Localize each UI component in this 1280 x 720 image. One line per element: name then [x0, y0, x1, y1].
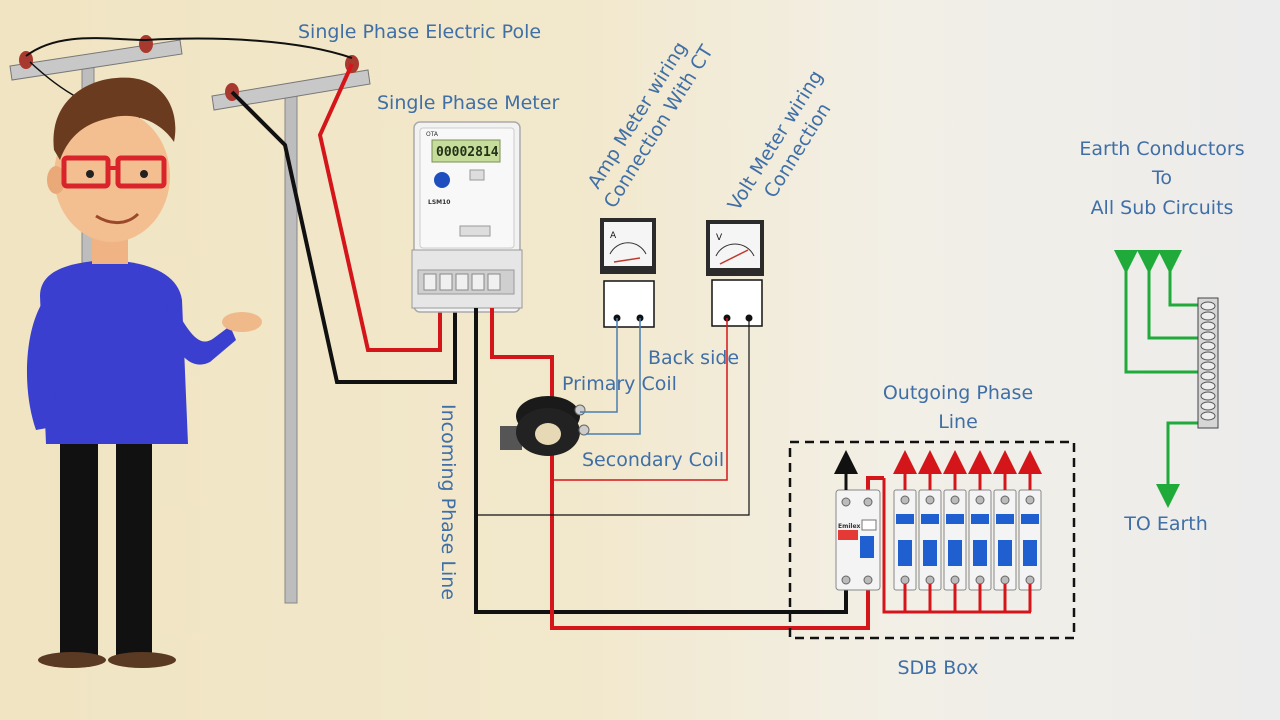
mcb-group: [882, 450, 1042, 614]
earth-bar-screw: [1200, 341, 1216, 351]
sdb-box: [788, 440, 1076, 640]
earth-bar-screw: [1200, 371, 1216, 381]
neutral-wire: [474, 308, 848, 614]
outgoing-phase-label-2: Line: [938, 411, 978, 433]
voltmeter-neutral-wire: [476, 318, 750, 516]
back-side-label: Back side: [648, 347, 739, 369]
phase-wire-to-sdb: [550, 440, 884, 630]
voltmeter-symbol: V: [716, 233, 723, 243]
service-wires: [230, 63, 457, 384]
ammeter-terminal-box: [603, 280, 655, 328]
ct-secondary-wire-2: [586, 318, 641, 435]
earth-bar-screw: [1200, 361, 1216, 371]
ammeter-symbol: A: [610, 231, 617, 241]
earth-bar: [1114, 250, 1219, 508]
mcb-breaker: [943, 489, 967, 591]
energy-meter: OTA 00002814 LSM10: [411, 121, 523, 313]
voltmeter-phase-wire: [552, 318, 728, 481]
earth-conductors-label-2: To: [1151, 167, 1172, 189]
earth-conductors-label-3: All Sub Circuits: [1091, 197, 1234, 219]
secondary-coil-label: Secondary Coil: [582, 449, 724, 471]
outgoing-phase-label-1: Outgoing Phase: [883, 382, 1033, 404]
presenter-person: [26, 77, 262, 668]
pole-label: Single Phase Electric Pole: [298, 21, 541, 43]
earth-conductors-label-1: Earth Conductors: [1079, 138, 1244, 160]
meter-label: Single Phase Meter: [377, 92, 559, 114]
earth-bar-screw: [1200, 321, 1216, 331]
mcb-breaker: [893, 489, 917, 591]
earth-bar-screw: [1200, 301, 1216, 311]
earth-bar-screw: [1200, 311, 1216, 321]
mcb-breaker: [968, 489, 992, 591]
mcb-breaker: [918, 489, 942, 591]
meter-model: LSM10: [428, 199, 450, 206]
earth-bar-screw: [1200, 411, 1216, 421]
phase-wire-to-ct: [490, 308, 554, 400]
voltmeter-terminal-box: [711, 279, 763, 327]
to-earth-label: TO Earth: [1123, 513, 1208, 535]
meter-reading: 00002814: [436, 145, 499, 160]
meter-brand: OTA: [426, 131, 439, 138]
mcb-breaker: [993, 489, 1017, 591]
mcb-busbar: [882, 478, 1031, 614]
earth-bar-screw: [1200, 401, 1216, 411]
mcb-breaker: [1018, 489, 1042, 591]
primary-coil-label: Primary Coil: [562, 373, 677, 395]
voltmeter: V: [706, 220, 764, 327]
earth-bar-screw: [1200, 351, 1216, 361]
ammeter: A: [600, 218, 656, 328]
incoming-phase-line-label: Incoming Phase Line: [437, 404, 459, 600]
sdb-box-label: SDB Box: [897, 657, 978, 679]
current-transformer: [500, 396, 590, 456]
earth-bar-screw: [1200, 391, 1216, 401]
ct-secondary-wire-1: [580, 318, 618, 413]
main-breaker: Emilex: [835, 489, 881, 591]
earth-bar-screw: [1200, 331, 1216, 341]
main-breaker-brand: Emilex: [838, 523, 861, 530]
earth-bar-screw: [1200, 381, 1216, 391]
